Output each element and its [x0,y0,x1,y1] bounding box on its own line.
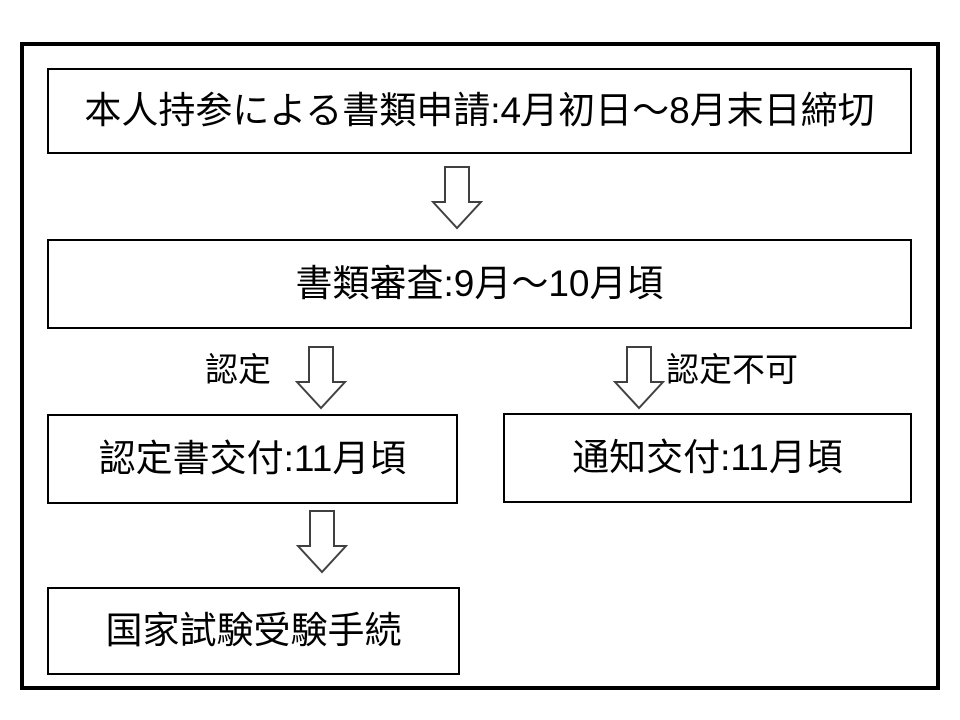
flow-node-notice-issue: 通知交付:11月頃 [503,413,912,503]
down-arrow-icon [296,510,348,574]
flow-node-notice-issue-label: 通知交付:11月頃 [572,436,843,478]
flow-node-screening-label: 書類審査:9月～10月頃 [295,262,664,304]
flow-node-exam-procedure: 国家試験受験手続 [47,587,460,675]
down-arrow-icon [295,346,347,410]
flow-node-screening: 書類審査:9月～10月頃 [47,239,912,329]
down-arrow-icon [613,346,665,410]
flow-node-certificate-issue: 認定書交付:11月頃 [47,414,458,504]
flow-node-certificate-issue-label: 認定書交付:11月頃 [98,437,407,479]
down-arrow-icon [431,166,483,230]
branch-label-approved: 認定 [205,351,271,388]
flow-node-application: 本人持参による書類申請:4月初日～8月末日締切 [47,68,912,154]
branch-label-rejected: 認定不可 [666,351,798,388]
flow-node-exam-procedure-label: 国家試験受験手続 [105,609,402,651]
flow-node-application-label: 本人持参による書類申請:4月初日～8月末日締切 [84,89,875,131]
